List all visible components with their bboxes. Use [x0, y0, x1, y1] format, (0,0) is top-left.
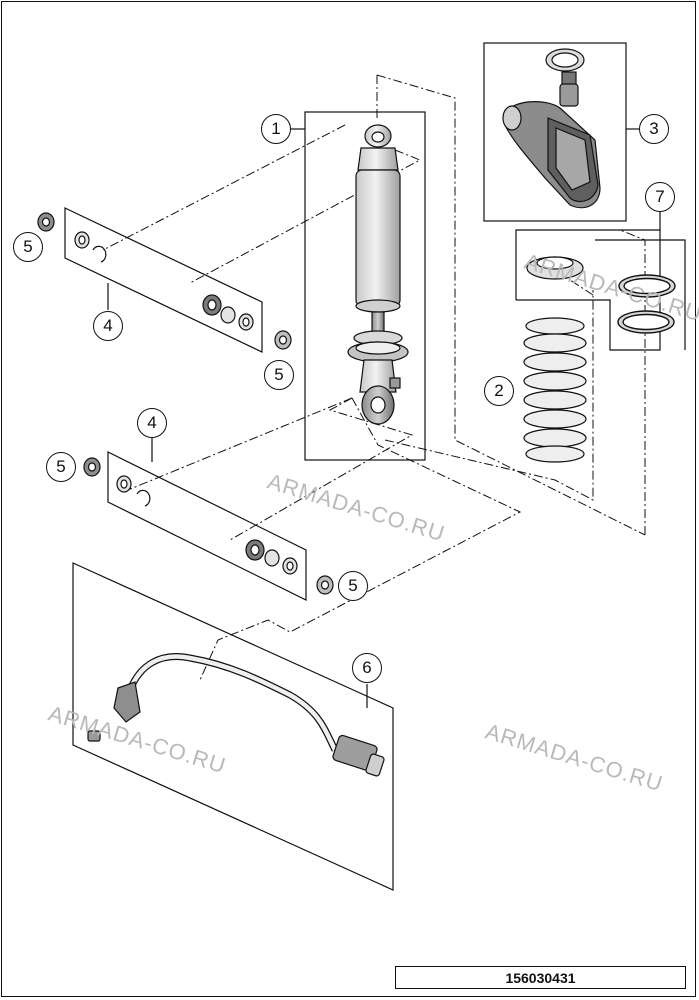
shock-absorber-part [347, 124, 409, 425]
callout-1: 1 [261, 114, 291, 144]
callout-5-lower-left: 5 [46, 452, 76, 482]
callout-2: 2 [484, 376, 514, 406]
group-box-shock-absorber [291, 111, 426, 461]
group-box-bearing-kit-upper [64, 207, 263, 353]
assembly-leader-lines [102, 74, 646, 681]
bushing-parts [37, 212, 334, 595]
callout-5-upper-left: 5 [13, 232, 43, 262]
group-box-spring-seat-kit [515, 211, 686, 351]
group-box-bearing-kit-lower [107, 438, 307, 601]
sensor-kit-part [502, 48, 601, 209]
callout-3: 3 [639, 114, 669, 144]
spring-retainer-part [526, 256, 584, 280]
callout-4-lower: 4 [137, 408, 167, 438]
callout-4-upper: 4 [93, 311, 123, 341]
document-number: 156030431 [395, 966, 686, 989]
group-box-sensor-kit [483, 42, 640, 222]
callout-7: 7 [645, 182, 675, 212]
coil-spring-part [523, 317, 587, 463]
callout-5-upper-right: 5 [264, 360, 294, 390]
group-box-cable [72, 562, 394, 891]
callout-5-lower-right: 5 [338, 571, 368, 601]
callout-6: 6 [352, 653, 382, 683]
seal-rings-part [617, 274, 676, 334]
sensor-cable-part [87, 653, 385, 777]
